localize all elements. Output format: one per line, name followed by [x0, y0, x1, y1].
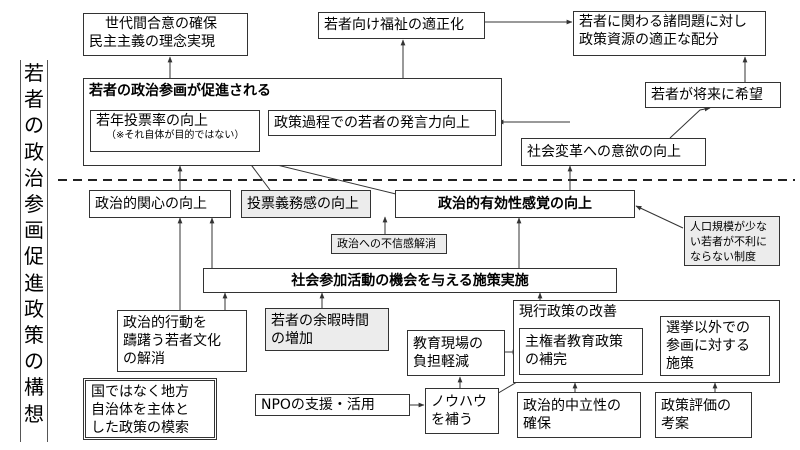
node-npo-label: NPOの支援・活用	[261, 397, 375, 413]
node-npo: NPOの支援・活用	[255, 394, 410, 416]
node-knowhow-line2: を補う	[431, 412, 473, 428]
node-senkyo: 選挙以外での 参画に対する 施策	[660, 316, 770, 376]
node-yoka-line1: 若者の余暇時間	[271, 313, 369, 329]
title-char: 構	[24, 375, 44, 400]
node-chihou-line3: した政策の模索	[91, 420, 189, 436]
title-char: の	[24, 113, 44, 138]
title-char: 策	[24, 323, 44, 348]
node-jinkou-line2: い若者が不利に	[690, 235, 767, 248]
node-knowhow: ノウハウ を補う	[425, 388, 499, 434]
node-hyouka-line2: 考案	[661, 416, 689, 432]
node-kibou-label: 若者が将来に希望	[651, 87, 763, 103]
node-jinkou-line3: ならない制度	[690, 250, 756, 263]
node-kyouiku-genba-line1: 教育現場の	[413, 336, 483, 352]
node-koudou-line2: 躊躇う若者文化	[123, 333, 221, 349]
title-char: 治	[24, 165, 44, 190]
node-senkyo-line2: 参画に対する	[666, 338, 750, 354]
node-sedai-line2: 民主主義の理念実現	[89, 34, 215, 50]
node-koudou-line3: の解消	[123, 351, 165, 367]
node-yoka-line2: の増加	[271, 331, 313, 347]
node-touhyouritsu-label: 若年投票率の向上	[96, 113, 208, 129]
title-char: 想	[24, 401, 44, 426]
node-touhyouritsu: 若年投票率の向上 （※それ自体が目的ではない）	[90, 110, 260, 152]
node-hyouka: 政策評価の 考案	[655, 392, 752, 438]
node-kanshin-label: 政治的関心の向上	[95, 196, 207, 212]
node-yukousei-label: 政治的有効性感覚の向上	[438, 196, 592, 212]
node-knowhow-line1: ノウハウ	[431, 394, 487, 410]
node-henkaku-label: 社会変革への意欲の向上	[527, 144, 681, 160]
node-fukushi: 若者向け福祉の適正化	[318, 12, 485, 39]
node-hyouka-line1: 政策評価の	[661, 398, 731, 414]
node-shuken: 主権者教育政策 の補完	[519, 328, 643, 375]
node-shigen-line1: 若者に関わる諸問題に対し	[579, 14, 747, 30]
node-hatsugen: 政策過程での若者の発言力向上	[268, 110, 496, 136]
node-chihou-line2: 自治体を主体と	[91, 402, 189, 418]
title-char: の	[24, 349, 44, 374]
node-shuken-line1: 主権者教育政策	[525, 334, 623, 350]
node-chihou-line1: 国ではなく地方	[91, 384, 189, 400]
node-jinkou: 人口規模が少な い若者が不利に ならない制度	[684, 216, 780, 266]
title-char: 参	[24, 192, 44, 217]
node-sedai-line1: 世代間合意の確保	[105, 16, 217, 32]
node-yukousei: 政治的有効性感覚の向上	[395, 190, 635, 218]
title-char: 若	[24, 61, 44, 85]
title-char: 画	[24, 218, 44, 243]
title-char: 政	[24, 139, 44, 164]
node-senkyo-line3: 施策	[666, 356, 694, 372]
arrow-jinkou-yukousei	[635, 205, 684, 229]
node-fukushi-label: 若者向け福祉の適正化	[324, 17, 464, 33]
title-char: 促	[24, 244, 44, 269]
node-genkou-label: 現行政策の改善	[519, 304, 617, 320]
node-shakai-sanka: 社会参加活動の機会を与える施策実施	[203, 268, 617, 293]
node-fushin-label: 政治への不信感解消	[337, 237, 436, 250]
node-senkyo-line1: 選挙以外での	[666, 320, 750, 336]
node-kibou: 若者が将来に希望	[645, 82, 781, 108]
node-kyouiku-genba-line2: 負担軽減	[413, 354, 469, 370]
node-shuken-line2: の補完	[525, 352, 567, 368]
arrow-henkaku-kibou	[669, 106, 711, 139]
node-shigen: 若者に関わる諸問題に対し 政策資源の適正な配分	[573, 11, 766, 56]
title-char: 進	[24, 270, 44, 295]
node-gimukan: 投票義務感の向上	[241, 190, 371, 218]
node-sokushin-label: 若者の政治参画が促進される	[89, 83, 271, 99]
vertical-title: 若 者 の 政 治 参 画 促 進 政 策 の 構 想	[20, 60, 48, 442]
node-henkaku: 社会変革への意欲の向上	[521, 138, 706, 166]
node-shigen-line2: 政策資源の適正な配分	[579, 32, 719, 48]
node-touhyouritsu-note: （※それ自体が目的ではない）	[106, 130, 245, 141]
node-jinkou-line1: 人口規模が少な	[690, 220, 767, 233]
title-char: 政	[24, 296, 44, 321]
node-chuuritsu: 政治的中立性の 確保	[517, 392, 641, 438]
node-shakai-sanka-label: 社会参加活動の機会を与える施策実施	[291, 273, 529, 289]
node-chuuritsu-line2: 確保	[523, 416, 551, 432]
node-gimukan-label: 投票義務感の向上	[247, 196, 359, 212]
node-chuuritsu-line1: 政治的中立性の	[523, 398, 621, 414]
title-char: 者	[24, 87, 44, 112]
node-sedai: 世代間合意の確保 民主主義の理念実現	[83, 13, 248, 56]
node-yoka: 若者の余暇時間 の増加	[265, 308, 389, 351]
node-kyouiku-genba: 教育現場の 負担軽減	[407, 330, 505, 376]
node-hatsugen-label: 政策過程での若者の発言力向上	[274, 115, 470, 131]
node-koudou-line1: 政治的行動を	[123, 315, 207, 331]
node-koudou: 政治的行動を 躊躇う若者文化 の解消	[117, 310, 247, 372]
node-kanshin: 政治的関心の向上	[89, 190, 231, 218]
node-fushin: 政治への不信感解消	[331, 234, 447, 254]
node-chihou: 国ではなく地方 自治体を主体と した政策の模索	[83, 378, 217, 440]
